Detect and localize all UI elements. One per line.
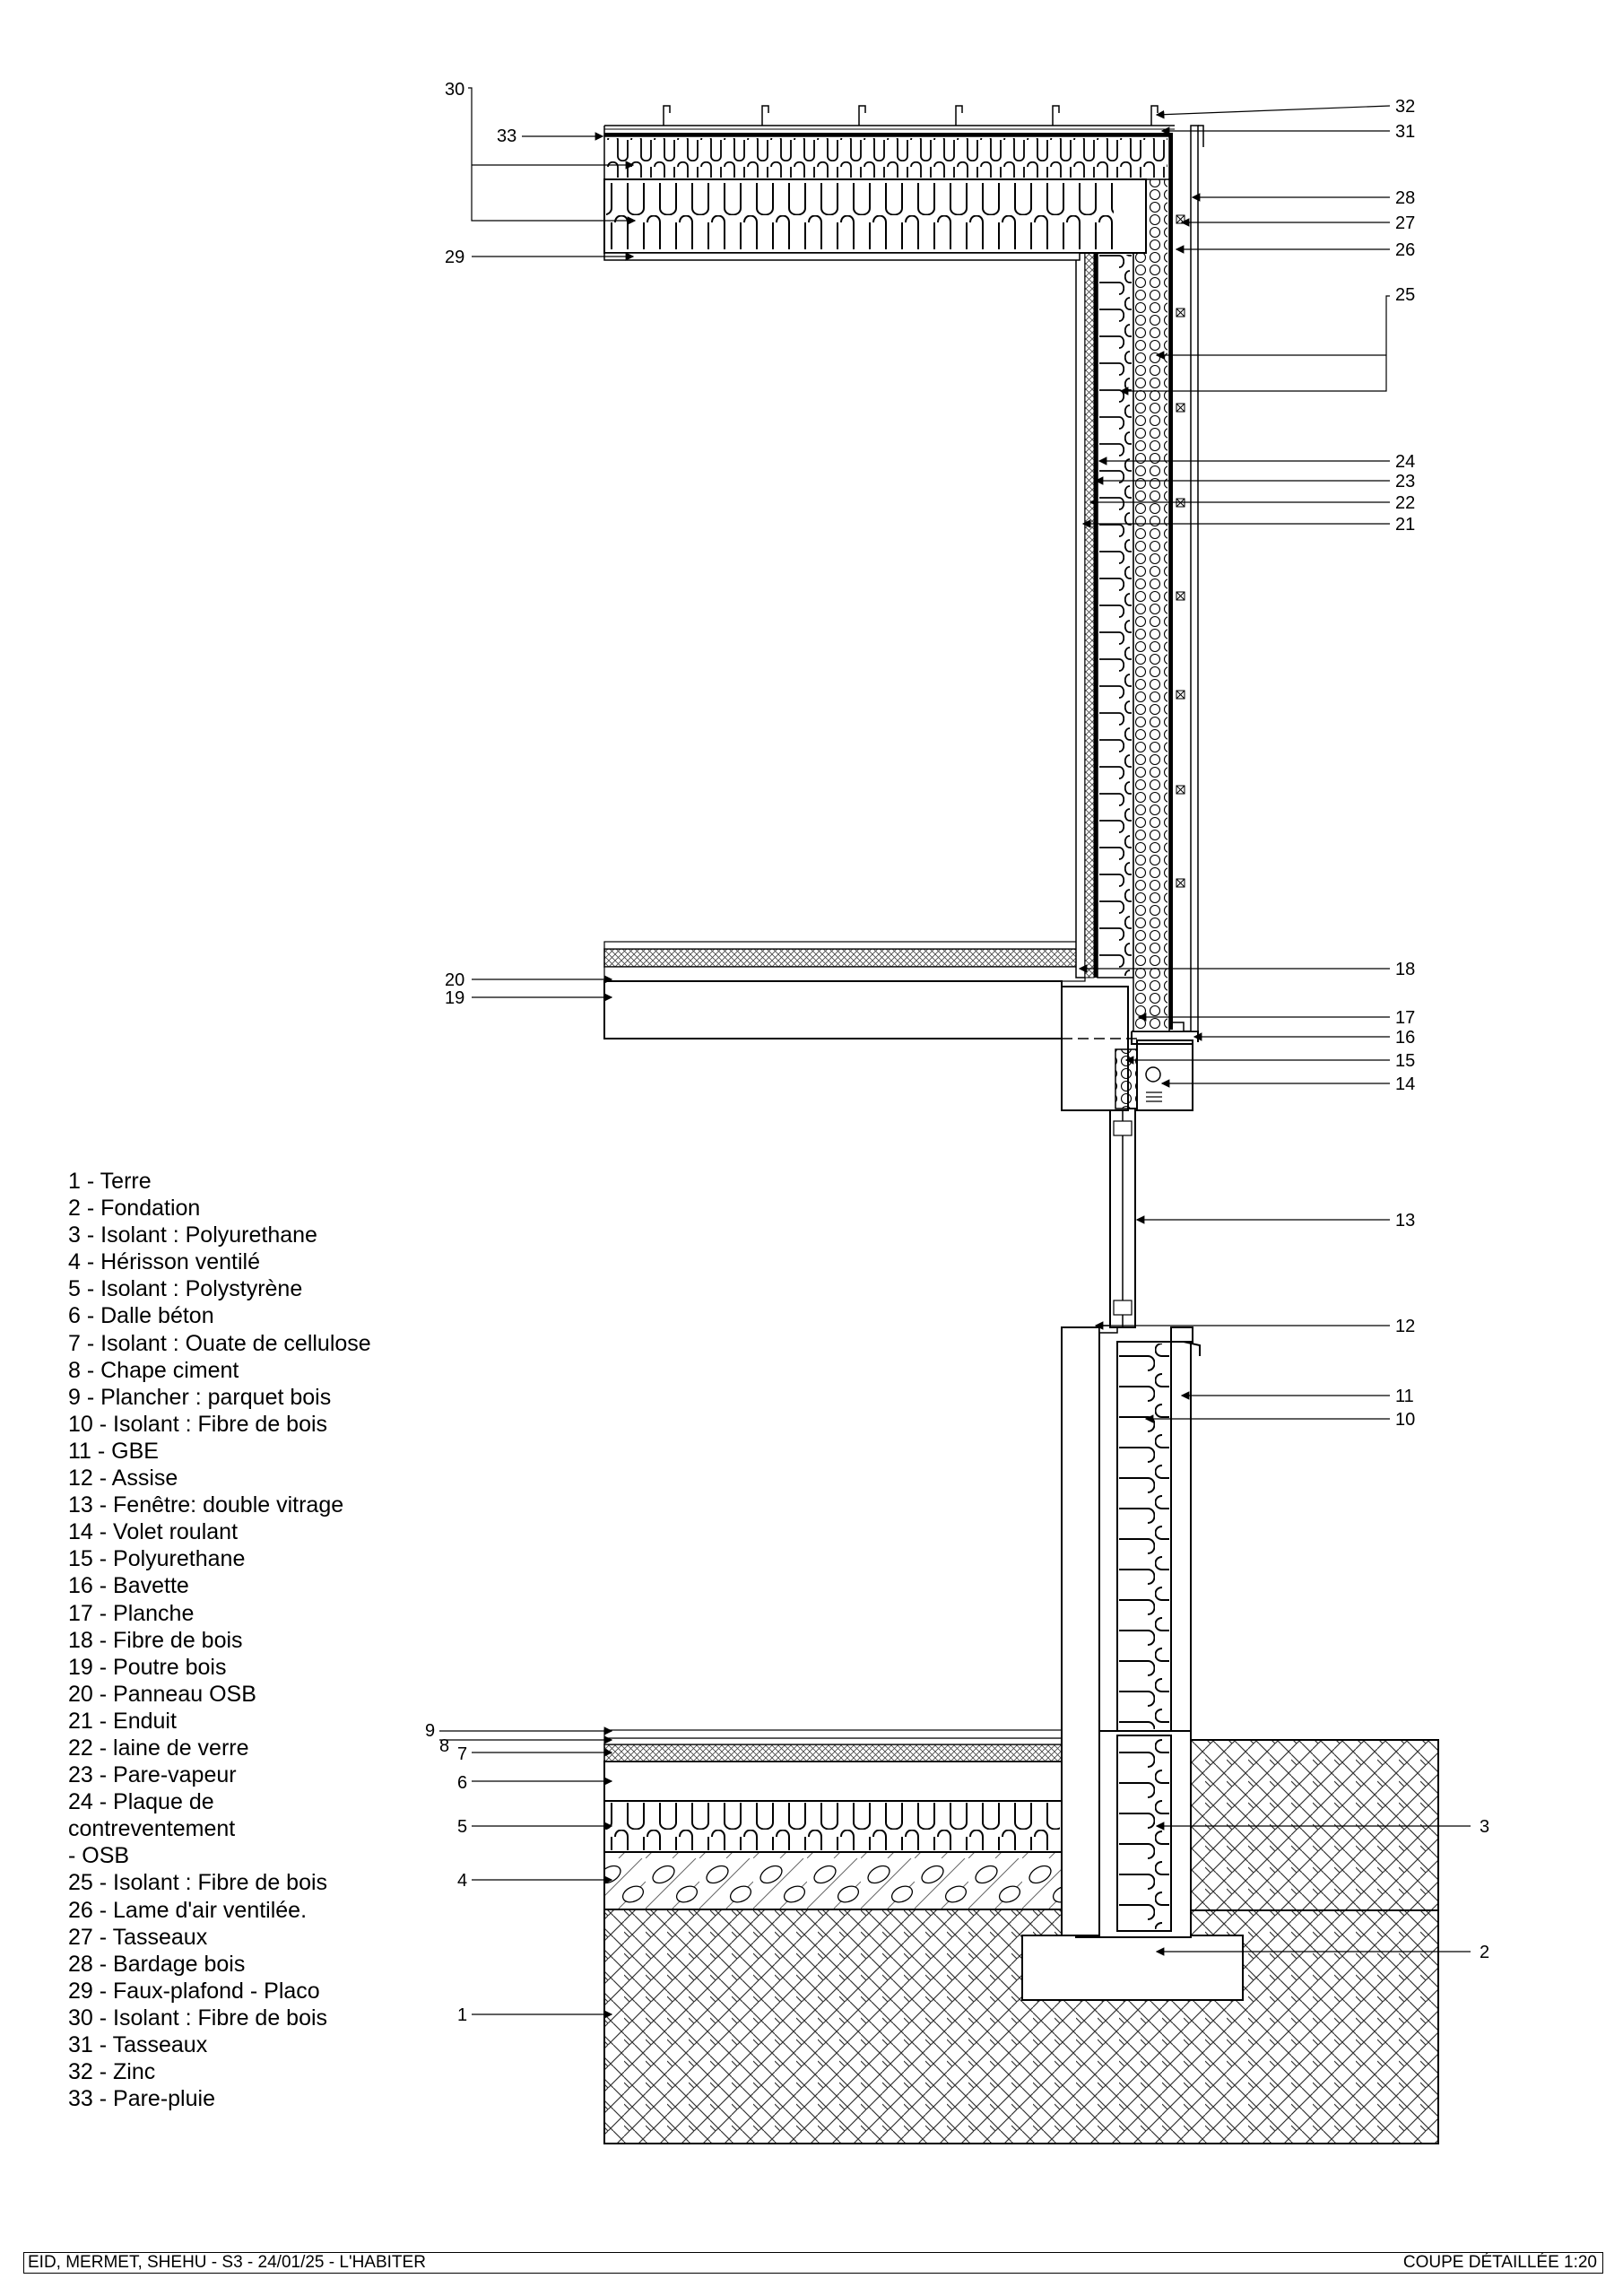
legend-item: - OSB bbox=[68, 1843, 130, 1869]
legend-item: 23 - Pare-vapeur bbox=[68, 1762, 237, 1788]
callout-25: 25 bbox=[1395, 285, 1415, 305]
legend-item: 19 - Poutre bois bbox=[68, 1654, 227, 1680]
legend-item: contreventement bbox=[68, 1816, 236, 1842]
concrete-slab bbox=[603, 1761, 1063, 1802]
materials-legend: 1 - Terre 2 - Fondation 3 - Isolant : Po… bbox=[68, 1168, 445, 2112]
callout-20: 20 bbox=[445, 970, 464, 990]
callout-19: 19 bbox=[445, 988, 464, 1008]
legend-item: 9 - Plancher : parquet bois bbox=[68, 1384, 332, 1410]
legend-item: 21 - Enduit bbox=[68, 1708, 177, 1734]
legend-item: 1 - Terre bbox=[68, 1169, 152, 1194]
callout-8: 8 bbox=[439, 1736, 449, 1756]
window bbox=[1109, 1108, 1136, 1328]
legend-item: 31 - Tasseaux bbox=[68, 2032, 208, 2057]
title-block-authors: EID, MERMET, SHEHU - S3 - 24/01/25 - L'H… bbox=[28, 2253, 426, 2272]
callout-9: 9 bbox=[425, 1721, 435, 1741]
callout-10: 10 bbox=[1395, 1410, 1415, 1430]
zinc-standing-seams bbox=[663, 105, 1159, 126]
title-block: EID, MERMET, SHEHU - S3 - 24/01/25 - L'H… bbox=[23, 2252, 1603, 2274]
legend-item: 22 - laine de verre bbox=[68, 1735, 249, 1761]
legend-item: 33 - Pare-pluie bbox=[68, 2086, 215, 2112]
title-block-scale: COUPE DÉTAILLÉE 1:20 bbox=[1402, 2253, 1597, 2272]
legend-item: 10 - Isolant : Fibre de bois bbox=[68, 1411, 328, 1437]
callout-31: 31 bbox=[1395, 122, 1415, 142]
legend-item: 30 - Isolant : Fibre de bois bbox=[68, 2005, 328, 2031]
callout-28: 28 bbox=[1395, 188, 1415, 208]
callout-26: 26 bbox=[1395, 240, 1415, 260]
tasseaux bbox=[1176, 214, 1185, 888]
callout-4: 4 bbox=[457, 1871, 467, 1891]
legend-item: 25 - Isolant : Fibre de bois bbox=[68, 1870, 328, 1896]
callouts-right: 32 31 28 27 26 25 24 23 22 21 18 17 16 1… bbox=[1395, 97, 1489, 1962]
legend-item: 12 - Assise bbox=[68, 1465, 178, 1492]
callout-17: 17 bbox=[1395, 1008, 1415, 1028]
callout-33: 33 bbox=[497, 126, 516, 146]
callout-7: 7 bbox=[457, 1744, 467, 1764]
callout-27: 27 bbox=[1395, 213, 1415, 233]
callout-22: 22 bbox=[1395, 493, 1415, 513]
legend-item: 13 - Fenêtre: double vitrage bbox=[68, 1492, 344, 1518]
roof bbox=[603, 105, 1175, 261]
legend-item: 17 - Planche bbox=[68, 1600, 195, 1626]
callout-3: 3 bbox=[1480, 1817, 1489, 1837]
legend-item: 2 - Fondation bbox=[68, 1196, 201, 1222]
legend-item: 5 - Isolant : Polystyrène bbox=[68, 1276, 303, 1302]
callout-16: 16 bbox=[1395, 1028, 1415, 1048]
legend-item: 3 - Isolant : Polyurethane bbox=[68, 1222, 317, 1248]
lower-wall bbox=[1061, 1325, 1201, 1936]
callout-15: 15 bbox=[1395, 1051, 1415, 1071]
callout-13: 13 bbox=[1395, 1211, 1415, 1231]
callout-6: 6 bbox=[457, 1773, 467, 1793]
legend-item: 15 - Polyurethane bbox=[68, 1546, 246, 1572]
legend-item: 4 - Hérisson ventilé bbox=[68, 1249, 260, 1275]
callout-11: 11 bbox=[1395, 1387, 1414, 1406]
legend-item: 16 - Bavette bbox=[68, 1573, 189, 1599]
upper-wall bbox=[1075, 125, 1204, 1032]
legend-item: 14 - Volet roulant bbox=[68, 1519, 239, 1545]
legend-item: 32 - Zinc bbox=[68, 2059, 156, 2085]
callout-leaders bbox=[439, 87, 1471, 2019]
callout-32: 32 bbox=[1395, 97, 1415, 117]
intermediate-floor bbox=[603, 941, 1139, 1039]
callout-5: 5 bbox=[457, 1817, 467, 1837]
legend-item: 29 - Faux-plafond - Placo bbox=[68, 1978, 320, 2004]
legend-item: 11 - GBE bbox=[68, 1438, 159, 1464]
callout-21: 21 bbox=[1395, 515, 1415, 535]
lintel-shutter bbox=[1061, 986, 1199, 1111]
legend-item: 24 - Plaque de bbox=[68, 1789, 214, 1815]
legend-item: 27 - Tasseaux bbox=[68, 1924, 208, 1950]
herisson-ventile bbox=[603, 1851, 1063, 1910]
legend-item: 26 - Lame d'air ventilée. bbox=[68, 1897, 308, 1923]
callout-12: 12 bbox=[1395, 1317, 1415, 1336]
legend-item: 18 - Fibre de bois bbox=[68, 1627, 243, 1653]
callout-24: 24 bbox=[1395, 452, 1415, 472]
legend-item: 6 - Dalle béton bbox=[68, 1303, 214, 1329]
callout-18: 18 bbox=[1395, 960, 1415, 979]
callout-14: 14 bbox=[1395, 1074, 1415, 1094]
callout-2: 2 bbox=[1480, 1943, 1489, 1962]
legend-item: 28 - Bardage bois bbox=[68, 1951, 246, 1977]
callouts-left: 30 33 29 20 19 9 8 7 6 5 4 1 bbox=[425, 80, 516, 2025]
callout-23: 23 bbox=[1395, 472, 1415, 491]
callout-1: 1 bbox=[457, 2005, 467, 2025]
callout-29: 29 bbox=[445, 248, 464, 267]
polystyrene-insulation bbox=[603, 1800, 1063, 1853]
legend-item: 8 - Chape ciment bbox=[68, 1357, 239, 1383]
callout-30: 30 bbox=[445, 80, 464, 100]
legend-item: 7 - Isolant : Ouate de cellulose bbox=[68, 1330, 371, 1356]
floor-layers bbox=[603, 1729, 1063, 1762]
legend-item: 20 - Panneau OSB bbox=[68, 1681, 256, 1707]
